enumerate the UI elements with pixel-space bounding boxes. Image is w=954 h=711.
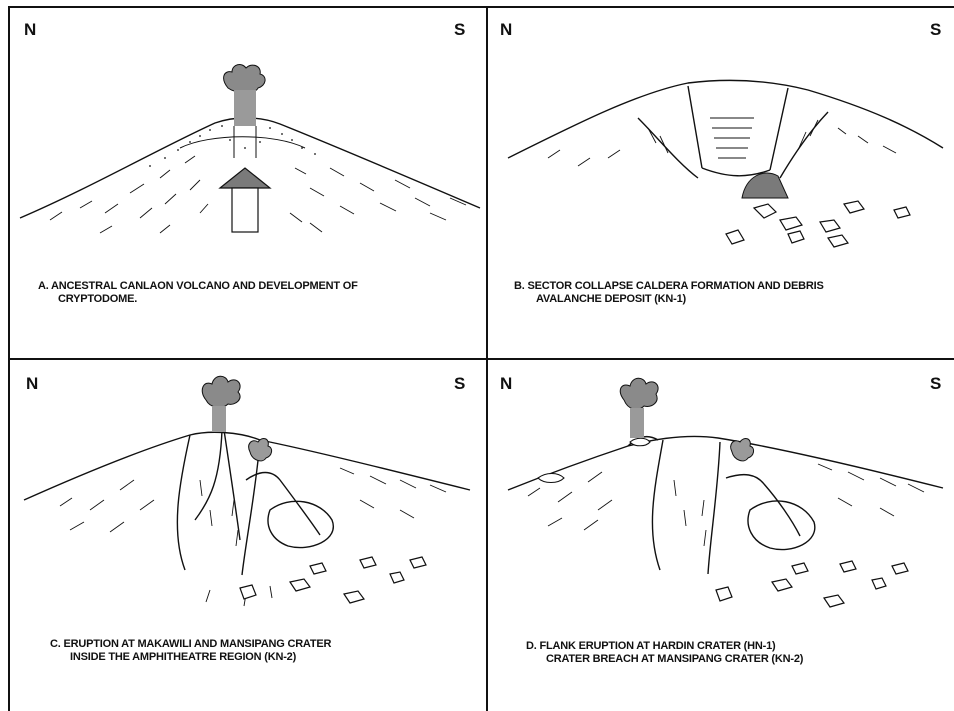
- panel-c: N S: [10, 360, 486, 711]
- volcano-sketch-b: [488, 8, 954, 278]
- debris-blocks: [240, 557, 426, 603]
- amphitheatre-wall-right: [708, 442, 720, 574]
- volcano-sketch-a: [10, 8, 486, 288]
- volcano-sketch-c: [10, 360, 486, 630]
- flank-hatching: [528, 464, 924, 546]
- amphitheatre-wall-left: [652, 440, 663, 570]
- debris-blocks: [726, 201, 910, 247]
- caption-line-1: D. FLANK ERUPTION AT HARDIN CRATER (HN-1…: [526, 640, 775, 652]
- volcano-profile: [508, 436, 943, 490]
- eruption-plume-mansipang: [731, 439, 754, 461]
- eruption-plume: [224, 65, 265, 158]
- cryptodome-outline: [180, 137, 305, 148]
- caldera-hatching: [548, 118, 896, 166]
- volcano-sketch-d: [488, 360, 954, 630]
- caption-line-1: A. ANCESTRAL CANLAON VOLCANO AND DEVELOP…: [38, 280, 358, 292]
- debris-blocks: [716, 561, 908, 607]
- collapse-scar-right: [780, 112, 828, 178]
- caption-d: D. FLANK ERUPTION AT HARDIN CRATER (HN-1…: [526, 640, 803, 666]
- caption-line-2: INSIDE THE AMPHITHEATRE REGION (KN-2): [50, 651, 331, 664]
- caption-line-2: CRATER BREACH AT MANSIPANG CRATER (KN-2): [526, 653, 803, 666]
- eruption-plume-mansipang: [249, 439, 272, 461]
- debris-lobe: [748, 501, 815, 550]
- surface-stipple: [149, 125, 316, 167]
- caption-c: C. ERUPTION AT MAKAWILI AND MANSIPANG CR…: [50, 638, 331, 664]
- caption-line-2: AVALANCHE DEPOSIT (KN-1): [514, 293, 824, 306]
- magma-arrow: [220, 168, 270, 232]
- panel-d: N S: [488, 360, 954, 711]
- caption-line-1: B. SECTOR COLLAPSE CALDERA FORMATION AND…: [514, 280, 824, 292]
- panel-a: N S: [10, 8, 486, 358]
- hardin-lava-flows: [538, 438, 650, 482]
- volcano-profile: [508, 80, 943, 158]
- volcano-profile: [24, 432, 470, 500]
- caption-b: B. SECTOR COLLAPSE CALDERA FORMATION AND…: [514, 280, 824, 306]
- makawili-edifice: [195, 430, 240, 540]
- caption-line-1: C. ERUPTION AT MAKAWILI AND MANSIPANG CR…: [50, 638, 331, 650]
- panel-b: N S: [488, 8, 954, 358]
- caption-a: A. ANCESTRAL CANLAON VOLCANO AND DEVELOP…: [38, 280, 358, 306]
- mansipang-breach: [726, 475, 800, 536]
- eruption-plume-makawili: [202, 376, 240, 432]
- eruption-plume-hardin: [620, 378, 658, 438]
- collapse-scar-left: [638, 118, 698, 178]
- caption-line-2: CRYPTODOME.: [38, 293, 358, 306]
- flank-hatching: [60, 468, 446, 606]
- amphitheatre-wall-left: [177, 435, 190, 570]
